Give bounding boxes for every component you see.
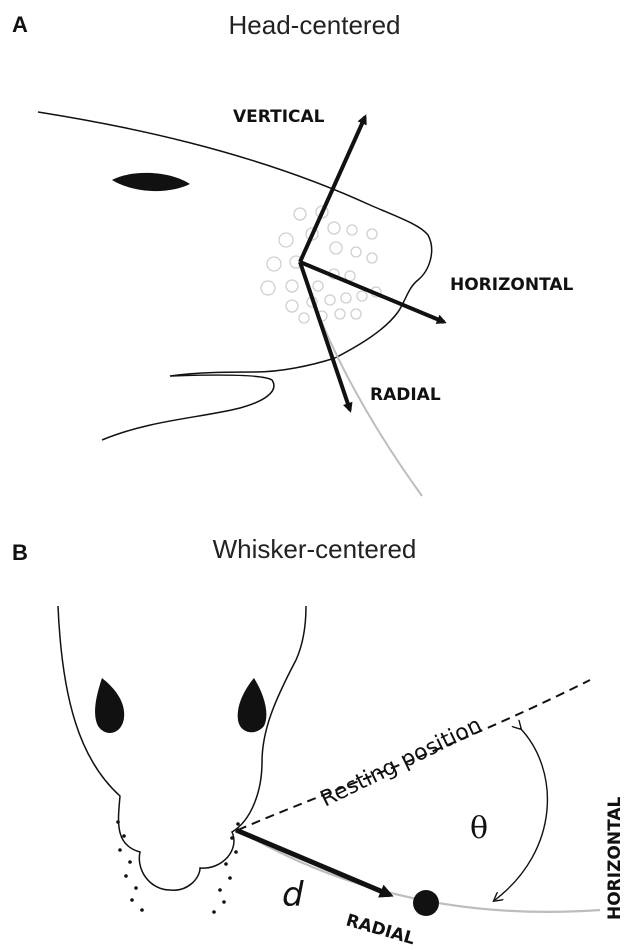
eye-icon [112,173,190,191]
radial-label-b: RADIAL [344,911,418,950]
vertical-label: VERTICAL [233,107,325,127]
head-centered-diagram: VERTICAL HORIZONTAL RADIAL [0,0,629,500]
theta-arc-arrow [495,728,547,900]
horizontal-label: HORIZONTAL [450,275,574,295]
whisker-pad-dots [116,820,240,914]
displacement-arrow [236,830,390,895]
left-eye-icon [95,678,124,733]
horizontal-axis-arrow [300,262,444,322]
right-eye-icon [238,678,267,732]
radial-axis-arrow [300,262,350,410]
panel-b: B Whisker-centered [0,500,629,950]
whisker [300,262,422,496]
whisker-centered-diagram: Resting position θ d RADIAL HORIZONTAL [0,500,629,950]
whisker-pad [261,206,381,323]
jaw-outline [102,358,335,440]
horizontal-label-b: HORIZONTAL [605,796,625,920]
resting-position-label: Resting position [317,713,486,813]
panel-a: A Head-centered [0,0,629,500]
object-dot [413,890,439,916]
head-outline-top [38,112,432,358]
radial-label: RADIAL [370,385,441,405]
vertical-axis-arrow [300,117,365,262]
theta-label: θ [470,811,488,846]
d-label: d [282,875,304,915]
